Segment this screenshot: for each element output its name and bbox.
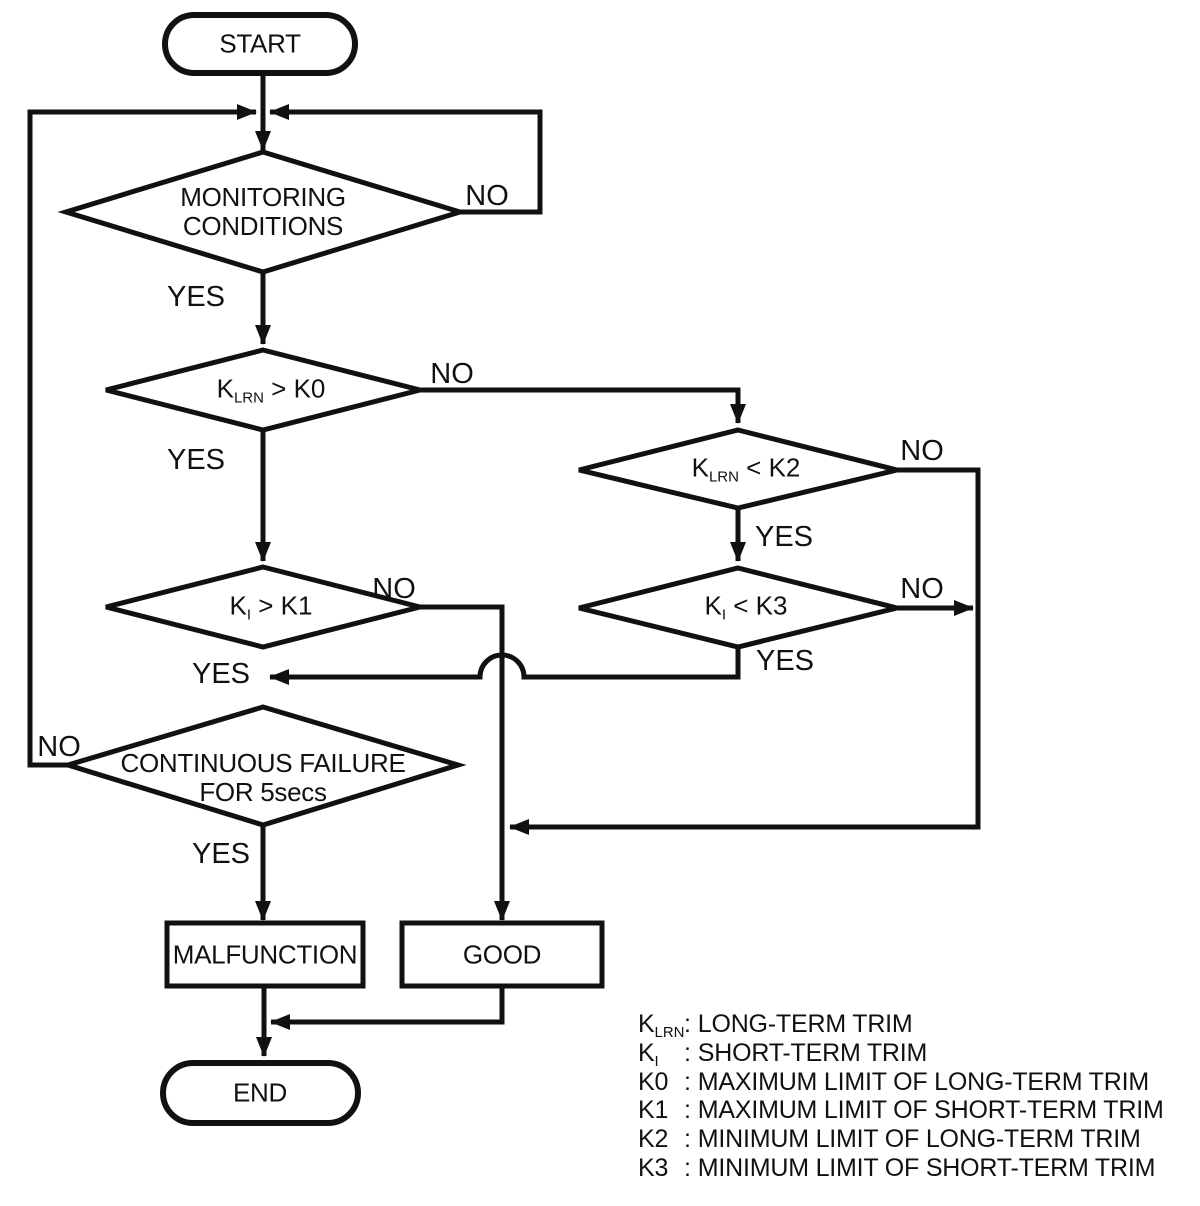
legend-row-k0: K0:MAXIMUM LIMIT OF LONG-TERM TRIM [638,1068,1164,1097]
continuous-failure-line2: FOR 5secs [199,777,327,807]
ki-k3-base: K [704,590,722,621]
legend-row-k3: K3:MINIMUM LIMIT OF SHORT-TERM TRIM [638,1154,1164,1183]
good-label: GOOD [462,939,542,970]
legend-ki-colon: : [684,1038,691,1067]
legend-k1-colon: : [684,1096,691,1125]
klrn-k0-rest: > K0 [263,373,326,404]
end-label: END [233,1077,287,1108]
legend: KLRN:LONG-TERM TRIM KI:SHORT-TERM TRIM K… [638,1010,1164,1183]
klrn-k2-rest: < K2 [738,452,801,483]
legend-k2-term: K2 [638,1125,669,1154]
edge-klrn-k2-no-rail [509,467,981,835]
edge-label-ki-k1-yes: YES [191,657,251,690]
legend-k1-term: K1 [638,1096,669,1125]
edge-monitoring-no-loop [269,104,543,215]
klrn-k2-label: KLRN < K2 [691,452,801,487]
legend-klrn-term: K [638,1010,655,1038]
legend-row-klrn: KLRN:LONG-TERM TRIM [638,1010,1164,1041]
legend-klrn-colon: : [684,1010,691,1038]
legend-row-k1: K1:MAXIMUM LIMIT OF SHORT-TERM TRIM [638,1096,1164,1125]
klrn-k0-base: K [216,373,234,404]
start-terminal-shape [162,12,358,76]
edge-label-ki-k3-no: NO [900,572,944,605]
legend-k2-colon: : [684,1125,691,1154]
legend-k1-desc: MAXIMUM LIMIT OF SHORT-TERM TRIM [697,1096,1164,1125]
edge-good-merge [270,986,505,1030]
edge-label-klrn-k2-no: NO [900,434,944,467]
legend-k3-desc: MINIMUM LIMIT OF SHORT-TERM TRIM [697,1153,1156,1182]
monitoring-conditions-diamond [57,149,469,275]
edge-label-klrn-k0-no: NO [430,357,474,390]
legend-k0-colon: : [684,1067,691,1096]
continuous-failure-diamond [59,704,467,828]
legend-k2-desc: MINIMUM LIMIT OF LONG-TERM TRIM [697,1125,1141,1154]
malfunction-box-shape [164,920,366,989]
ki-k3-rest: < K3 [726,590,788,621]
legend-k0-desc: MAXIMUM LIMIT OF LONG-TERM TRIM [697,1067,1149,1096]
legend-k3-colon: : [684,1153,691,1182]
end-terminal-shape [160,1060,361,1126]
edge-label-klrn-k0-yes: YES [166,443,226,476]
edge-label-monitoring-yes: YES [166,280,226,313]
legend-klrn-desc: LONG-TERM TRIM [697,1010,913,1038]
edge-ki-k3-yes-with-hop [269,647,741,685]
monitoring-conditions-label: MONITORING CONDITIONS [180,181,346,241]
start-label: START [219,28,301,59]
edge-label-continuous-failure-yes: YES [191,837,251,870]
ki-k3-subscript: I [721,606,727,624]
malfunction-label: MALFUNCTION [172,939,358,970]
edge-label-ki-k3-yes: YES [755,644,815,677]
ki-k1-diamond [105,564,421,650]
legend-ki-term: K [638,1038,655,1067]
ki-k1-rest: > K1 [251,590,313,621]
edge-ki-k1-no-to-good [420,604,510,921]
ki-k1-label: KI > K1 [229,590,313,625]
good-box-shape [399,920,605,989]
legend-ki-desc: SHORT-TERM TRIM [697,1038,928,1067]
legend-row-ki: KI:SHORT-TERM TRIM [638,1038,1164,1070]
monitoring-line2: CONDITIONS [182,211,344,241]
legend-row-k2: K2:MINIMUM LIMIT OF LONG-TERM TRIM [638,1125,1164,1154]
ki-k3-diamond [578,565,898,650]
legend-ki-sub: I [654,1052,659,1070]
edge-klrn-k0-no [420,387,746,424]
klrn-k0-subscript: LRN [233,389,264,407]
edge-continuous-failure-no-loop [27,104,257,768]
edge-label-ki-k1-no: NO [372,572,416,605]
legend-k0-term: K0 [638,1067,669,1096]
continuous-failure-label: CONTINUOUS FAILURE FOR 5secs [120,747,406,807]
legend-klrn-sub: LRN [654,1024,685,1041]
klrn-k2-subscript: LRN [708,468,739,486]
klrn-k0-diamond [105,347,421,433]
ki-k1-subscript: I [246,606,252,624]
continuous-failure-line1: CONTINUOUS FAILURE [120,747,406,778]
klrn-k2-diamond [578,427,898,511]
ki-k1-base: K [229,590,247,621]
edge-label-klrn-k2-yes: YES [754,520,814,553]
monitoring-line1: MONITORING [180,181,346,212]
ki-k3-label: KI < K3 [704,590,788,625]
legend-k3-term: K3 [638,1153,669,1182]
klrn-k2-base: K [691,452,709,483]
edge-label-continuous-failure-no: NO [37,730,81,763]
edge-label-monitoring-no: NO [465,179,509,212]
klrn-k0-label: KLRN > K0 [216,373,326,408]
